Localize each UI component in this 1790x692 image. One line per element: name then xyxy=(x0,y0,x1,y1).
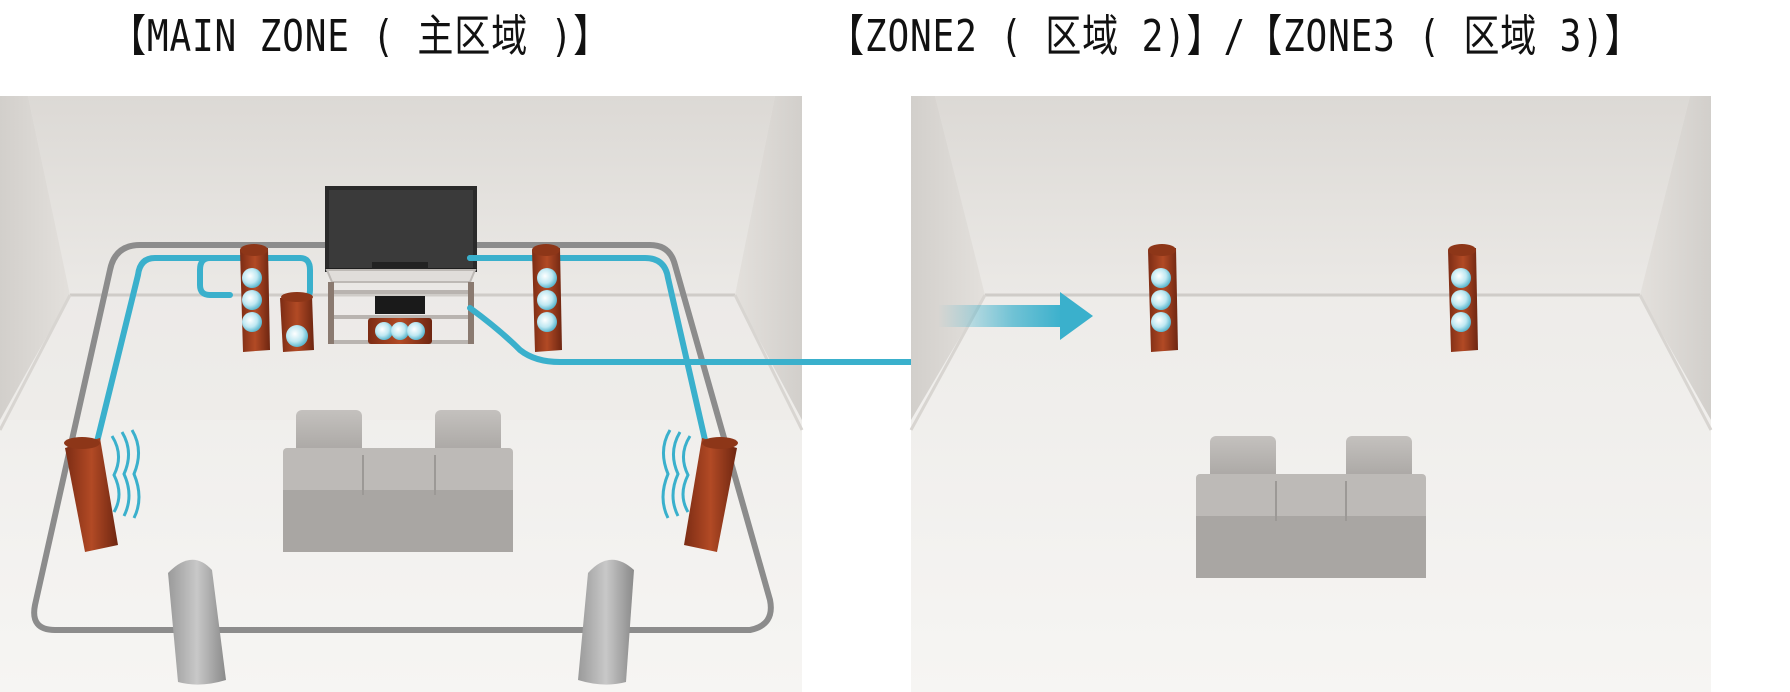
sound-wave-icon xyxy=(110,429,141,519)
front-left-speaker xyxy=(240,244,270,352)
rear-speaker-cable xyxy=(31,242,774,633)
surround-right-speaker xyxy=(661,429,738,552)
tv-rack xyxy=(325,186,477,344)
rear-left-speaker xyxy=(168,559,226,685)
arrow-right-icon xyxy=(938,292,1093,340)
main-zone-sofa xyxy=(283,410,513,552)
surround-left-speaker xyxy=(64,429,141,552)
main-zone-caption: 【MAIN ZONE ( 主区域 )】 xyxy=(110,11,611,62)
zone2-zone3-caption: 【ZONE2 ( 区域 2)】/【ZONE3 ( 区域 3)】 xyxy=(828,11,1642,62)
zone2-zone3-room xyxy=(909,96,1713,692)
center-speaker xyxy=(368,318,432,344)
zone-sofa xyxy=(1196,436,1426,578)
driver-icon xyxy=(242,268,262,288)
zone-right-speaker xyxy=(1448,244,1478,352)
front-right-speaker xyxy=(532,244,562,352)
main-zone-room xyxy=(0,96,804,692)
rear-right-speaker xyxy=(578,559,634,685)
zone-left-speaker xyxy=(1148,244,1178,352)
subwoofer xyxy=(280,292,314,352)
sound-wave-icon xyxy=(661,429,692,519)
